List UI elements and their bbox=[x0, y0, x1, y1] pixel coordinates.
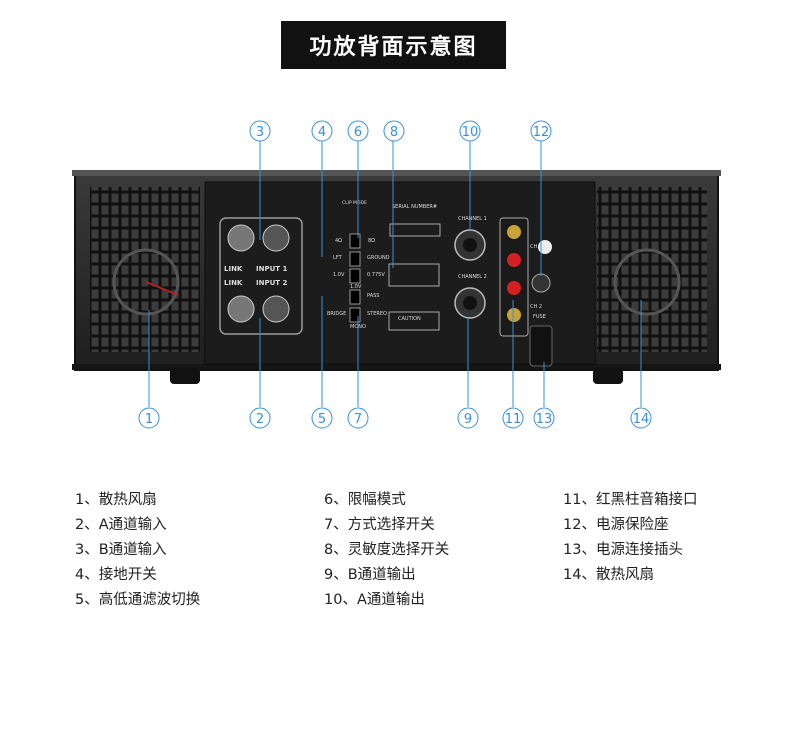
legend-item: 7、方式选择开关 bbox=[324, 517, 435, 533]
svg-text:9: 9 bbox=[464, 412, 472, 427]
svg-text:11: 11 bbox=[505, 412, 522, 427]
amplifier-rear-diagram: LINK INPUT 1 LINK INPUT 2 CLIP MODE 4Ω 8… bbox=[72, 120, 721, 429]
binding-posts: CH 1 CH 2 bbox=[499, 217, 542, 337]
sens-label-1v: 1.0V bbox=[333, 272, 345, 278]
clip-mode-switch[interactable] bbox=[349, 233, 361, 249]
chassis-top-edge bbox=[72, 170, 721, 176]
legend-item: 3、B通道输入 bbox=[75, 542, 167, 558]
power-plug-icon[interactable] bbox=[529, 325, 553, 367]
ch1-label: CH 1 bbox=[530, 244, 542, 250]
ch2-label: CH 2 bbox=[530, 304, 542, 310]
binding-post-2-icon[interactable] bbox=[507, 253, 521, 267]
svg-text:3: 3 bbox=[256, 125, 264, 140]
switch-label-4ohm: 4Ω bbox=[335, 238, 342, 244]
svg-text:6: 6 bbox=[354, 125, 362, 140]
xlr-input-1-female-icon[interactable] bbox=[262, 224, 290, 252]
xlr-input-1-male-icon[interactable] bbox=[227, 224, 255, 252]
legend-item: 2、A通道输入 bbox=[75, 517, 167, 533]
svg-text:8: 8 bbox=[390, 125, 398, 140]
callout-6: 6 bbox=[347, 120, 369, 142]
callout-11: 11 bbox=[502, 407, 524, 429]
link-label-2: LINK bbox=[224, 279, 243, 287]
legend-item: 13、电源连接插头 bbox=[563, 542, 683, 558]
legend-item: 11、红黑柱音箱接口 bbox=[563, 492, 698, 508]
right-fan bbox=[597, 187, 707, 352]
fuse-label: FUSE bbox=[533, 314, 546, 320]
left-fan bbox=[90, 187, 200, 352]
callout-9: 9 bbox=[457, 407, 479, 429]
link-label: LINK bbox=[224, 265, 243, 273]
serial-number-box bbox=[389, 223, 441, 237]
xlr-input-2-male-icon[interactable] bbox=[227, 295, 255, 323]
svg-text:7: 7 bbox=[354, 412, 362, 427]
callout-5: 5 bbox=[311, 407, 333, 429]
svg-text:14: 14 bbox=[633, 412, 650, 427]
sensitivity-switch[interactable] bbox=[349, 268, 361, 284]
legend-item: 8、灵敏度选择开关 bbox=[324, 542, 450, 558]
fuse-holder-icon[interactable] bbox=[531, 273, 551, 293]
xlr-input-2-female-icon[interactable] bbox=[262, 295, 290, 323]
chassis-bottom-edge bbox=[72, 364, 721, 370]
binding-post-4-icon[interactable] bbox=[507, 308, 521, 322]
left-foot bbox=[170, 368, 200, 384]
serial-number-label: SERIAL NUMBER# bbox=[392, 204, 437, 210]
ground-label: GROUND bbox=[367, 255, 390, 261]
legend-item: 9、B通道输出 bbox=[324, 567, 416, 583]
legend-column-3: 11、红黑柱音箱接口 12、电源保险座 13、电源连接插头 14、散热风扇 bbox=[563, 488, 697, 588]
input-1-label: INPUT 1 bbox=[256, 265, 287, 273]
lft-label: LFT bbox=[333, 255, 343, 261]
binding-post-1-icon[interactable] bbox=[507, 225, 521, 239]
filter-switch[interactable] bbox=[349, 289, 361, 305]
callout-2: 2 bbox=[249, 407, 271, 429]
legend-item: 6、限幅模式 bbox=[324, 492, 406, 508]
page-title: 功放背面示意图 bbox=[281, 21, 506, 69]
binding-post-3-icon[interactable] bbox=[507, 281, 521, 295]
stereo-label: STEREO bbox=[367, 311, 387, 317]
callout-12: 12 bbox=[530, 120, 552, 142]
input-2-label: INPUT 2 bbox=[256, 279, 287, 287]
callout-14: 14 bbox=[630, 407, 652, 429]
callout-10: 10 bbox=[459, 120, 481, 142]
svg-text:5: 5 bbox=[318, 412, 326, 427]
leader-lines bbox=[148, 141, 642, 407]
svg-text:12: 12 bbox=[533, 125, 550, 140]
legend-item: 12、电源保险座 bbox=[563, 517, 669, 533]
svg-text:13: 13 bbox=[536, 412, 553, 427]
legend-item: 5、高低通滤波切换 bbox=[75, 592, 201, 608]
bridge-label: BRIDGE bbox=[327, 311, 346, 317]
legend-item: 14、散热风扇 bbox=[563, 567, 654, 583]
power-inlet-icon bbox=[538, 240, 552, 254]
callout-13: 13 bbox=[533, 407, 555, 429]
legend-column-1: 1、散热风扇 2、A通道输入 3、B通道输入 4、接地开关 5、高低通滤波切换 bbox=[75, 488, 200, 613]
callout-3: 3 bbox=[249, 120, 271, 142]
caution-label: CAUTION bbox=[398, 316, 421, 322]
svg-text:2: 2 bbox=[256, 412, 264, 427]
clip-mode-label: CLIP MODE bbox=[342, 200, 367, 206]
pass-label: PASS bbox=[367, 293, 379, 299]
sens-label-0775v: 0.775V bbox=[367, 272, 385, 278]
input-block: LINK INPUT 1 LINK INPUT 2 bbox=[219, 217, 303, 335]
ground-switch[interactable] bbox=[349, 251, 361, 267]
legend-item: 10、A通道输出 bbox=[324, 592, 425, 608]
switch-label-8ohm: 8Ω bbox=[368, 238, 375, 244]
mode-switch[interactable] bbox=[349, 307, 361, 323]
svg-text:10: 10 bbox=[462, 125, 479, 140]
callout-4: 4 bbox=[311, 120, 333, 142]
caution-box bbox=[388, 311, 440, 331]
callout-7: 7 bbox=[347, 407, 369, 429]
filter-label-1v: 1.0V bbox=[350, 284, 362, 290]
svg-text:1: 1 bbox=[145, 412, 153, 427]
callout-1: 1 bbox=[138, 407, 160, 429]
callout-8: 8 bbox=[383, 120, 405, 142]
legend-item: 4、接地开关 bbox=[75, 567, 157, 583]
output-block: CHANNEL 1 CHANNEL 2 bbox=[454, 216, 487, 319]
legend-item: 1、散热风扇 bbox=[75, 492, 157, 508]
svg-text:4: 4 bbox=[318, 125, 326, 140]
channel-2-label: CHANNEL 2 bbox=[458, 274, 487, 280]
sensitivity-info-box bbox=[388, 263, 440, 287]
right-foot bbox=[593, 368, 623, 384]
channel-1-label: CHANNEL 1 bbox=[458, 216, 487, 222]
legend-column-2: 6、限幅模式 7、方式选择开关 8、灵敏度选择开关 9、B通道输出 10、A通道… bbox=[324, 488, 449, 613]
